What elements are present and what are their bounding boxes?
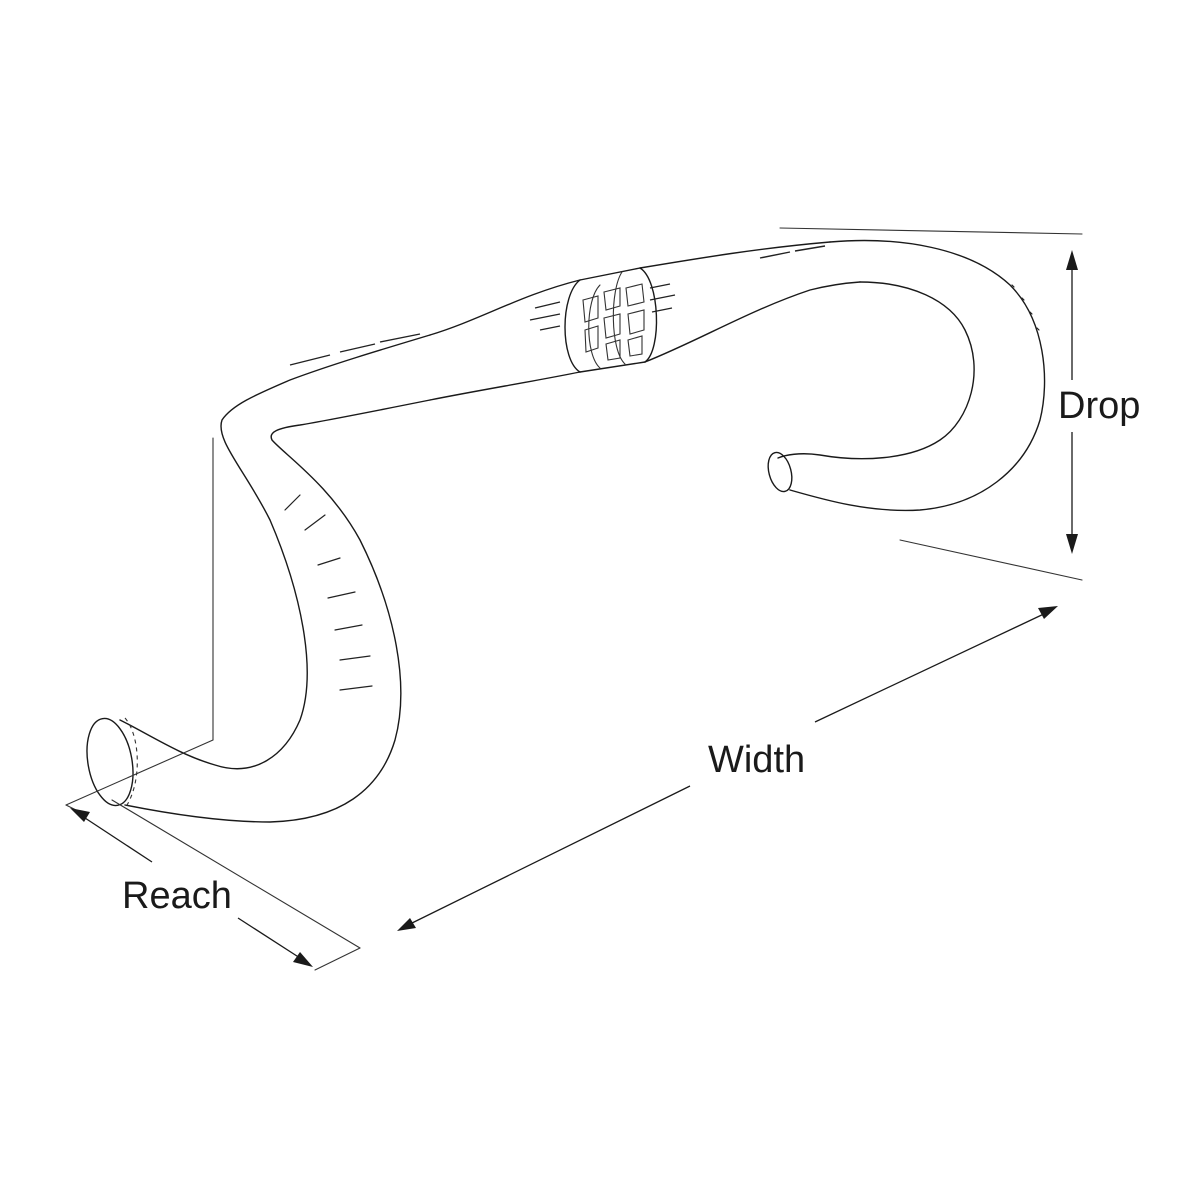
reach-arrow-top xyxy=(70,808,90,822)
width-label: Width xyxy=(708,739,805,781)
clamp-bottom-edge xyxy=(579,361,646,373)
width-dimension: Width xyxy=(397,606,1058,931)
reference-lines xyxy=(65,227,1083,971)
clamp-graphic-a xyxy=(582,295,599,323)
right-drop-dot-marks xyxy=(1011,284,1040,331)
drop-top-reference xyxy=(779,227,1083,235)
reach-dimension-line-upper xyxy=(81,815,153,863)
drop-label: Drop xyxy=(1058,385,1140,427)
left-bar-end-hidden xyxy=(124,717,138,806)
right-bar-end xyxy=(767,451,793,493)
width-arrow-right xyxy=(1038,606,1058,619)
right-top-rear-edge xyxy=(639,241,831,269)
clamp-right-outline xyxy=(639,267,658,363)
reach-back-tick xyxy=(314,947,361,971)
reach-front-reference xyxy=(65,739,214,806)
clamp-graphic-c xyxy=(625,283,645,307)
clamp-top-edge xyxy=(579,267,641,281)
clamp-graphic-f xyxy=(584,325,599,353)
clamp-graphic-g xyxy=(605,339,621,361)
bar-graphic-marks xyxy=(289,245,826,366)
clamp-mid-right xyxy=(612,271,626,365)
reach-dimension: Reach xyxy=(70,808,313,967)
right-drop-inner-edge xyxy=(777,281,975,460)
reach-arrow-bottom xyxy=(293,952,313,967)
clamp-graphic-d xyxy=(603,313,621,339)
clamp-graphic-e xyxy=(627,309,645,335)
right-drop-outer-edge xyxy=(789,239,1046,512)
width-dimension-line-upper xyxy=(814,611,1049,723)
left-drop-front-edge xyxy=(119,334,431,770)
reach-dimension-line-lower xyxy=(237,917,301,959)
handlebar-drawing xyxy=(86,239,1046,823)
width-dimension-line-lower xyxy=(407,785,691,926)
clamp-mid-left xyxy=(588,284,601,369)
drop-dimension: Drop xyxy=(1058,250,1140,554)
width-arrow-left xyxy=(397,918,416,931)
left-top-rear-edge xyxy=(429,279,581,336)
right-top-front-edge xyxy=(644,281,861,363)
reach-back-reference xyxy=(111,799,361,949)
center-clamp xyxy=(564,267,658,373)
clamp-graphic-b xyxy=(603,287,621,311)
drop-arrow-top xyxy=(1066,250,1078,270)
reach-label: Reach xyxy=(122,875,232,917)
left-drop-back-edge xyxy=(124,399,431,823)
left-bar-end xyxy=(86,717,134,807)
drop-arrow-bottom xyxy=(1066,534,1078,554)
left-drop-grip-marks xyxy=(284,494,373,691)
clamp-left-outline xyxy=(564,279,581,373)
drop-bottom-reference xyxy=(899,539,1083,581)
clamp-graphic-h xyxy=(627,335,643,357)
left-top-front-edge xyxy=(429,371,581,401)
